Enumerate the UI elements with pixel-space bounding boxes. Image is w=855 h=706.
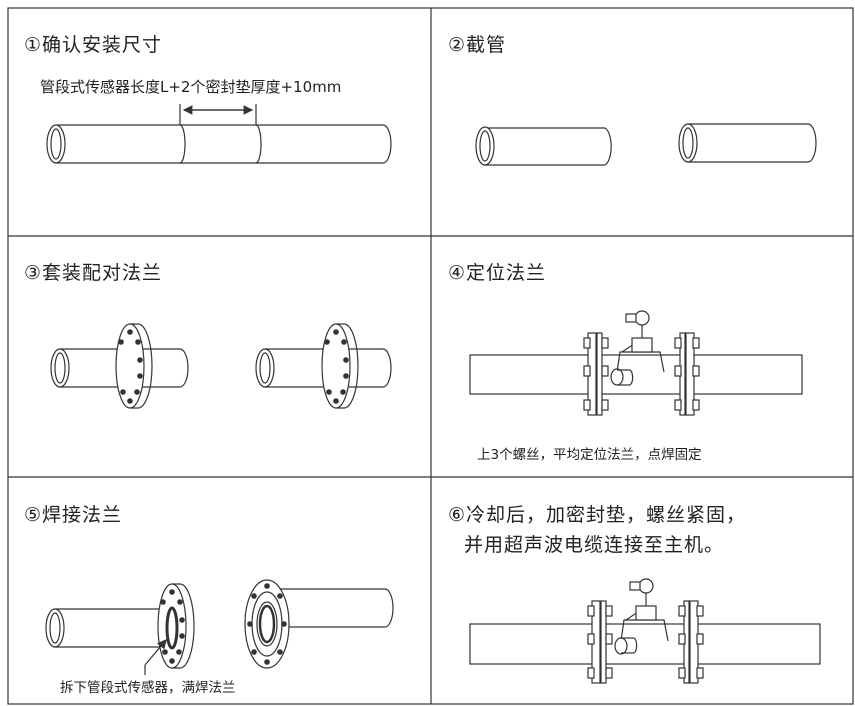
step2-title-text: 截管: [466, 34, 507, 56]
flowmeter-assembly-step6: [469, 578, 821, 684]
pipe-with-flange-right: [255, 323, 392, 409]
step3-title: ③套装配对法兰: [24, 258, 162, 285]
flowmeter-assembly-step4: [469, 310, 803, 416]
step1-title: ①确认安装尺寸: [24, 30, 162, 57]
step1-title-text: 确认安装尺寸: [42, 34, 163, 56]
step5-note: 拆下管段式传感器，满焊法兰: [60, 680, 236, 696]
step6-title-text: 冷却后，加密封垫，螺丝紧固，: [466, 504, 747, 526]
step6-title-line2: 并用超声波电缆连接至主机。: [464, 534, 725, 556]
cut-pipes: [475, 123, 817, 166]
step5-title: ⑤焊接法兰: [24, 500, 122, 527]
grid-lines: [7, 7, 854, 705]
step6-title: ⑥冷却后，加密封垫，螺丝紧固，: [448, 500, 746, 527]
step6-number: ⑥: [448, 504, 467, 526]
step1-measurement-note: 管段式传感器长度L+2个密封垫厚度+10mm: [40, 78, 342, 96]
step3-title-text: 套装配对法兰: [42, 262, 163, 284]
step4-title: ④定位法兰: [448, 258, 546, 285]
step3-number: ③: [24, 262, 43, 284]
step5-number: ⑤: [24, 504, 43, 526]
step4-title-text: 定位法兰: [466, 262, 547, 284]
flange-front-view: [244, 579, 394, 669]
pipe-with-measurement: [46, 104, 392, 164]
step4-note: 上3个螺丝，平均定位法兰，点焊固定: [477, 447, 702, 463]
step2-number: ②: [448, 34, 467, 56]
step5-title-text: 焊接法兰: [42, 504, 123, 526]
pipe-with-welded-flange: [45, 583, 195, 675]
step4-number: ④: [448, 262, 467, 284]
step1-number: ①: [24, 34, 43, 56]
step2-title: ②截管: [448, 30, 506, 57]
pipe-with-flange-left: [50, 323, 189, 409]
